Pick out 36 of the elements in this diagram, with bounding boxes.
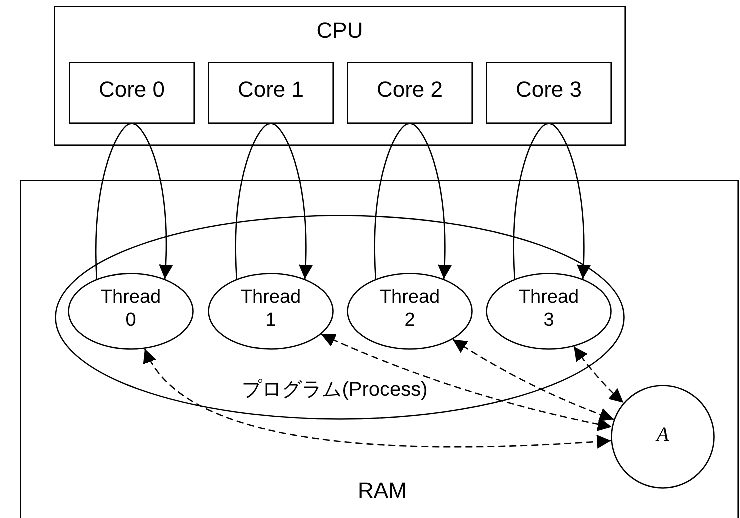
- arrow: [550, 123, 591, 280]
- node-label: Core 0: [98, 77, 166, 104]
- dashed-arrow: [144, 348, 612, 449]
- node-label: Thread 1: [240, 287, 302, 333]
- thread-ellipse: [208, 273, 334, 350]
- arrow: [410, 123, 452, 280]
- variable-label: A: [654, 423, 670, 447]
- thread-ellipse: [347, 273, 473, 350]
- thread-ellipse: [68, 273, 194, 350]
- core-box: [69, 62, 195, 124]
- dashed-arrow: [321, 334, 612, 432]
- node-label: Core 2: [376, 77, 444, 104]
- connector-line: [374, 123, 410, 280]
- node-label: Thread 2: [378, 287, 442, 333]
- thread-ellipse: [486, 273, 612, 350]
- connector-line: [235, 123, 270, 280]
- node-label: Core 1: [236, 77, 306, 104]
- dashed-arrow: [574, 346, 624, 404]
- core-box: [486, 62, 612, 124]
- node-label: プログラム(Process): [241, 378, 429, 402]
- core-box: [347, 62, 473, 124]
- node-label: CPU: [316, 18, 364, 44]
- arrow: [272, 123, 313, 280]
- node-label: Core 3: [514, 77, 584, 104]
- node-label: RAM: [357, 478, 408, 504]
- program-ellipse: [55, 215, 625, 420]
- cpu-box: [54, 6, 626, 146]
- connector-line: [96, 123, 132, 280]
- node-label: Thread 3: [518, 287, 580, 333]
- node-label: Thread 0: [100, 287, 162, 333]
- circle-node: [611, 385, 715, 489]
- core-box: [208, 62, 334, 124]
- arrow: [132, 123, 173, 280]
- dashed-arrow: [452, 339, 614, 422]
- ram-box: [20, 180, 739, 518]
- connector-line: [513, 123, 548, 280]
